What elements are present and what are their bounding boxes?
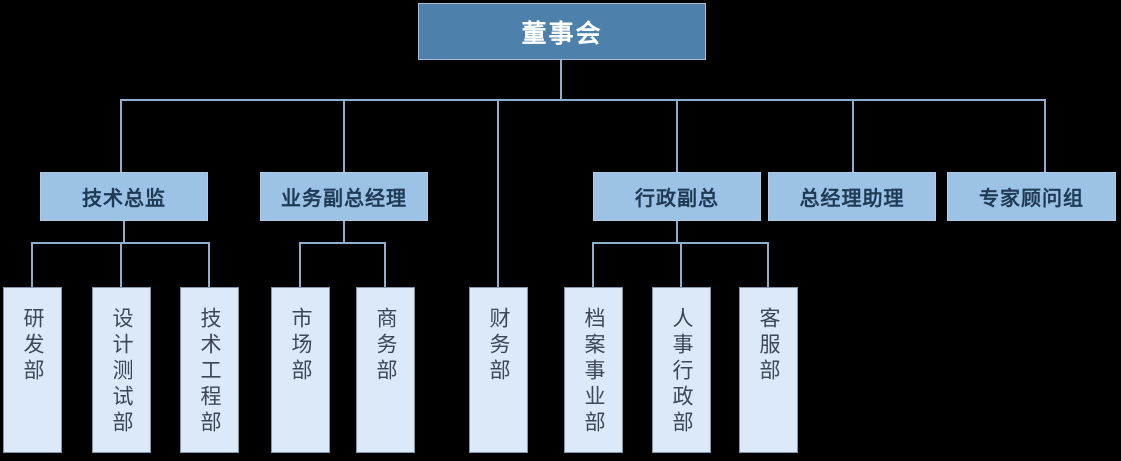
connector-line [120, 99, 1046, 101]
node-admin-vp: 行政副总 [593, 172, 761, 221]
connector-line [497, 100, 499, 288]
connector-line [120, 243, 122, 288]
node-admin-vp-label: 行政副总 [635, 186, 719, 210]
node-rnd: 研发部 [3, 287, 62, 453]
node-rnd-label: 研发部 [21, 307, 45, 385]
node-customer-service: 客服部 [739, 287, 798, 453]
node-board: 董事会 [418, 3, 706, 60]
node-business-vp-label: 业务副总经理 [281, 186, 407, 210]
connector-line [384, 243, 386, 288]
node-tech-director-label: 技术总监 [82, 186, 166, 210]
node-gm-assistant-label: 总经理助理 [799, 186, 905, 210]
node-business-vp: 业务副总经理 [260, 172, 428, 221]
node-customer-service-label: 客服部 [757, 307, 781, 385]
node-expert-group-label: 专家顾问组 [979, 186, 1084, 210]
node-design-test-label: 设计测试部 [110, 307, 134, 437]
node-archives-label: 档案事业部 [582, 307, 606, 437]
node-hr-admin: 人事行政部 [652, 287, 711, 453]
node-marketing-label: 市场部 [289, 307, 313, 385]
node-design-test: 设计测试部 [92, 287, 151, 453]
node-tech-eng: 技术工程部 [180, 287, 239, 453]
connector-line [208, 243, 210, 288]
node-commerce: 商务部 [356, 287, 415, 453]
connector-line [343, 100, 345, 172]
connector-line [592, 243, 594, 288]
connector-line [123, 220, 125, 244]
connector-line [852, 100, 854, 172]
connector-line [120, 100, 122, 172]
node-gm-assistant: 总经理助理 [768, 172, 936, 221]
connector-line [31, 243, 33, 288]
node-tech-eng-label: 技术工程部 [198, 307, 222, 437]
connector-line [676, 100, 678, 172]
node-tech-director: 技术总监 [40, 172, 208, 221]
connector-line [299, 242, 386, 244]
connector-line [676, 220, 678, 244]
node-hr-admin-label: 人事行政部 [670, 307, 694, 437]
connector-line [767, 243, 769, 288]
node-marketing: 市场部 [271, 287, 330, 453]
connector-line [343, 220, 345, 244]
connector-line [560, 60, 562, 100]
connector-line [680, 243, 682, 288]
node-expert-group: 专家顾问组 [947, 172, 1116, 221]
node-archives: 档案事业部 [564, 287, 623, 453]
node-finance: 财务部 [469, 287, 528, 453]
connector-line [299, 243, 301, 288]
node-commerce-label: 商务部 [374, 307, 398, 385]
node-finance-label: 财务部 [487, 307, 511, 385]
connector-line [1044, 100, 1046, 172]
node-board-label: 董事会 [521, 18, 603, 48]
